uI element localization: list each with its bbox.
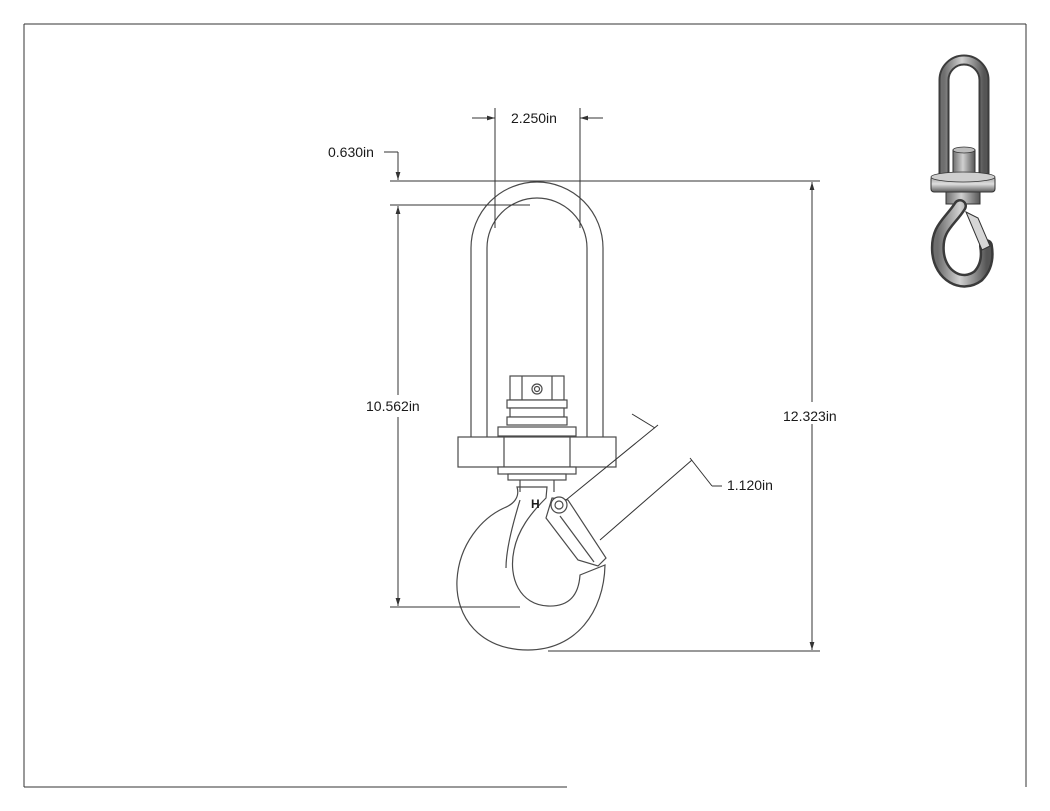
bail-outer <box>470 181 604 437</box>
safety-latch <box>545 496 607 567</box>
dim-top-offset: 0.630in <box>328 144 401 180</box>
dim-top-offset-label: 0.630in <box>328 144 374 160</box>
dim-overall-height-label: 12.323in <box>783 408 837 424</box>
dim-top-width-label: 2.250in <box>511 110 557 126</box>
hook-marker: H <box>531 497 540 511</box>
dim-top-width: 2.250in <box>472 108 603 228</box>
dim-inner-height-label: 10.562in <box>366 398 420 414</box>
swivel-body <box>457 436 617 481</box>
hook-body <box>456 486 606 651</box>
hex-nut <box>497 375 577 437</box>
bail-inner <box>486 197 588 437</box>
dim-inner-height: 10.562in <box>366 206 520 608</box>
dim-overall-height: 12.323in <box>548 182 837 652</box>
isometric-preview <box>930 54 996 288</box>
swivel-hoist-ring-drawing: H <box>456 181 617 651</box>
dim-throat-label: 1.120in <box>727 477 773 493</box>
sheet-border <box>23 23 1027 788</box>
dim-throat: 1.120in <box>565 413 773 541</box>
